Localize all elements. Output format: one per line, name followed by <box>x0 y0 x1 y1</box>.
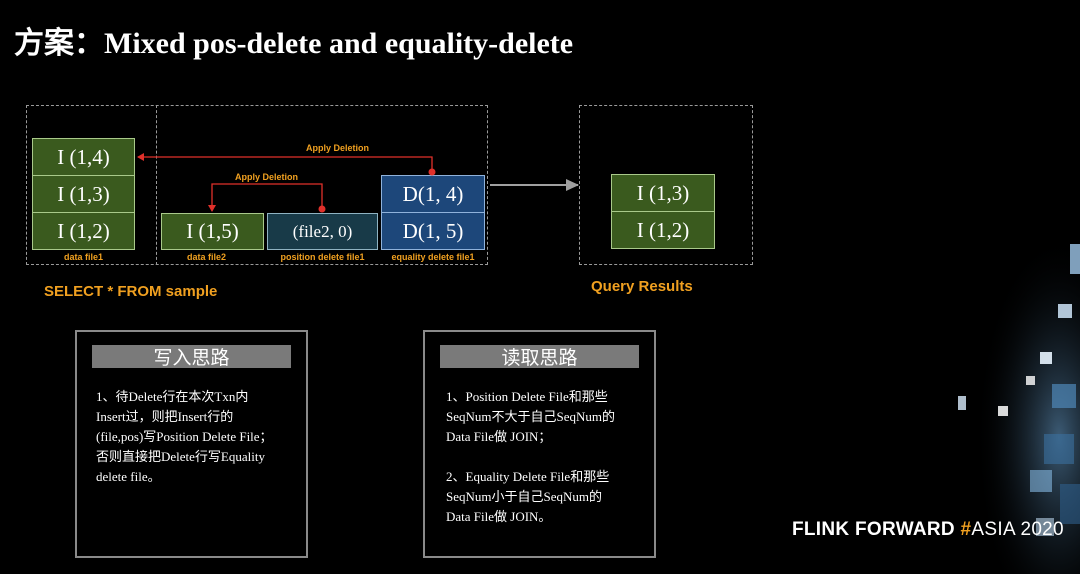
data-file1-caption: data file1 <box>63 252 103 262</box>
write-approach-header: 写入思路 <box>92 345 291 369</box>
apply-deletion-mid-label: Apply Deletion <box>235 172 299 182</box>
decorative-cubes-graphic <box>940 234 1080 574</box>
data-file2-row-1: I (1,5) <box>161 213 264 250</box>
frame-divider <box>156 105 157 265</box>
flink-forward-logo: FLINK FORWARD #ASIA 2020 <box>792 519 1064 541</box>
position-delete-row-1: (file2, 0) <box>267 213 378 250</box>
read-approach-header: 读取思路 <box>440 345 639 369</box>
equality-delete-row-2: D(1, 5) <box>381 212 485 250</box>
write-approach-body: 1、待Delete行在本次Txn内 Insert过，则把Insert行的 (fi… <box>96 389 273 484</box>
data-file1-row-3: I (1,2) <box>32 212 135 250</box>
data-file1-row-1: I (1,4) <box>32 138 135 176</box>
write-approach-panel: 写入思路 1、待Delete行在本次Txn内 Insert过，则把Insert行… <box>75 330 308 558</box>
query-result-row-1: I (1,3) <box>611 174 715 212</box>
position-delete-caption: position delete file1 <box>280 252 365 262</box>
equality-delete-row-1: D(1, 4) <box>381 175 485 213</box>
query-result-row-2: I (1,2) <box>611 211 715 249</box>
brand-forward: FORWARD <box>855 519 955 540</box>
brand-hash: # <box>960 519 972 540</box>
source-files-frame <box>26 105 488 265</box>
apply-deletion-top-label: Apply Deletion <box>306 143 370 153</box>
select-query-label: SELECT * FROM sample <box>44 283 218 300</box>
brand-flink: FLINK <box>792 519 850 540</box>
data-file1-row-2: I (1,3) <box>32 175 135 213</box>
read-approach-body: 1、Position Delete File和那些 SeqNum不大于自己Seq… <box>446 389 616 524</box>
slide-title: 方案：Mixed pos-delete and equality-delete <box>14 27 574 60</box>
data-file2-caption: data file2 <box>187 252 227 262</box>
brand-asia: ASIA 2020 <box>971 519 1064 540</box>
query-results-frame <box>579 105 753 265</box>
equality-delete-caption: equality delete file1 <box>391 252 475 262</box>
query-results-label: Query Results <box>591 278 693 295</box>
read-approach-panel: 读取思路 1、Position Delete File和那些 SeqNum不大于… <box>423 330 656 558</box>
